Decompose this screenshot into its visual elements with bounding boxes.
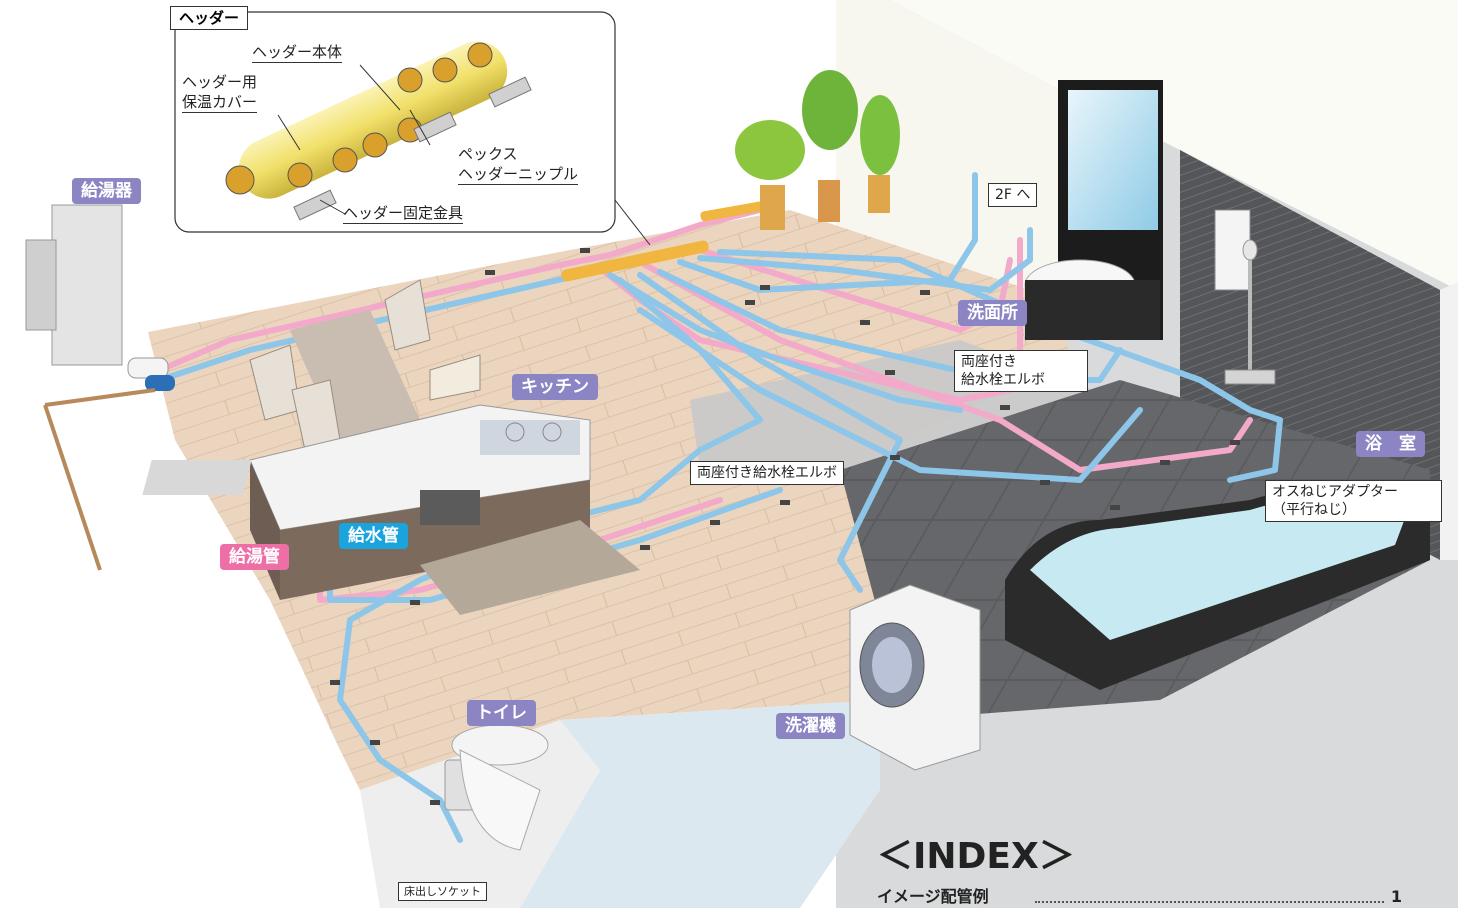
callout-washroom-elbow-line1: 両座付き xyxy=(961,354,1017,370)
back-wall xyxy=(890,0,1458,290)
label-hot-water-pipe: 給湯管 xyxy=(220,544,289,570)
bathroom-wall-edge xyxy=(1440,282,1458,560)
label-cold-water-pipe: 給水管 xyxy=(339,523,408,549)
header-nipple-label-2: ヘッダーニップル xyxy=(458,165,579,185)
floor-header-manifold-2 xyxy=(700,198,780,222)
washing-machine xyxy=(849,584,981,771)
bathtub xyxy=(1005,485,1430,690)
header-leader-lines xyxy=(277,64,431,215)
label-washroom: 洗面所 xyxy=(958,300,1027,326)
shower-fixture xyxy=(1214,209,1276,385)
header-bracket-label: ヘッダー固定金具 xyxy=(343,204,464,224)
header-nipple-label-1: ペックス xyxy=(458,145,518,163)
index-row-label: イメージ配管例 xyxy=(877,887,989,906)
label-toilet: トイレ xyxy=(467,700,536,726)
label-kitchen: キッチン xyxy=(512,374,598,400)
header-callout-leader xyxy=(614,199,651,246)
label-washing-machine: 洗濯機 xyxy=(776,713,845,739)
toilet xyxy=(444,724,549,851)
laundry-floor xyxy=(520,700,880,908)
callout-adapter-line2: （平行ねじ） xyxy=(1272,502,1356,518)
index-row-leader-dots xyxy=(1035,901,1384,903)
floor-header-manifold xyxy=(561,240,709,282)
pipe-clips xyxy=(330,248,1240,805)
washroom-vanity xyxy=(1024,80,1163,340)
index-row-page: 1 xyxy=(1390,887,1402,906)
callout-male-thread-adapter: オスねじアダプター （平行ねじ） xyxy=(1265,480,1442,522)
index-row-image-piping[interactable]: イメージ配管例 1 xyxy=(877,886,1402,908)
label-bathroom: 浴 室 xyxy=(1356,431,1425,457)
kitchen-mat xyxy=(420,520,640,615)
callout-washroom-elbow: 両座付き 給水栓エルボ xyxy=(954,350,1088,392)
header-body-label: ヘッダー本体 xyxy=(252,43,343,63)
header-cover-label-2: 保温カバー xyxy=(182,93,258,113)
header-callout-title: ヘッダー xyxy=(170,6,249,30)
callout-to-2f: 2F へ xyxy=(988,183,1038,207)
callout-adapter-line1: オスねじアダプター xyxy=(1272,484,1398,500)
callout-kitchen-elbow: 両座付き給水栓エルボ xyxy=(690,461,844,485)
label-water-heater: 給湯器 xyxy=(72,178,141,204)
index-title: ＜INDEX＞ xyxy=(877,836,1075,877)
header-product-illustration xyxy=(225,41,532,221)
header-cover-label-1: ヘッダー用 xyxy=(182,73,258,91)
callout-floor-socket: 床出しソケット xyxy=(398,882,487,901)
potted-plants xyxy=(735,70,900,230)
callout-washroom-elbow-line2: 給水栓エルボ xyxy=(961,372,1045,388)
water-heater-unit xyxy=(25,204,175,571)
